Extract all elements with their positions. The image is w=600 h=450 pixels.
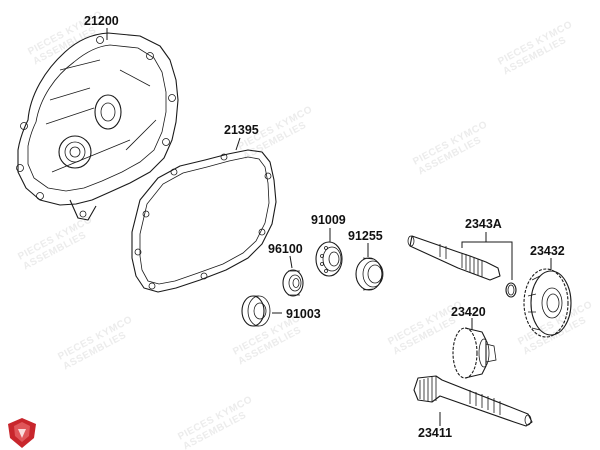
part-label-23411[interactable]: 23411: [418, 426, 452, 440]
part-label-91003[interactable]: 91003: [286, 307, 321, 321]
leader-line-96100: [289, 255, 293, 269]
part-label-21395[interactable]: 21395: [224, 123, 259, 137]
part-label-96100[interactable]: 96100: [268, 242, 303, 256]
watermark-layer: PIECES KYMCO ASSEMBLIES PIECES KYMCO ASS…: [16, 9, 594, 450]
leader-line-2343A: [461, 241, 513, 280]
oil-seal-drawing[interactable]: [355, 257, 384, 291]
brand-logo: [8, 418, 36, 448]
part-label-91255[interactable]: 91255: [348, 229, 383, 243]
final-gear-drawing[interactable]: [523, 268, 572, 338]
part-label-23432[interactable]: 23432: [530, 244, 565, 258]
part-label-21200[interactable]: 21200: [84, 14, 119, 28]
transmission-cover-drawing[interactable]: [16, 32, 179, 221]
cover-gasket-drawing[interactable]: [131, 149, 277, 293]
final-shaft-drawing[interactable]: [413, 375, 533, 427]
countershaft-gear-drawing[interactable]: [452, 327, 497, 379]
part-label-2343A[interactable]: 2343A: [465, 217, 502, 231]
leader-line-21395: [235, 137, 241, 151]
bearing-96100-drawing[interactable]: [282, 269, 304, 297]
drive-shaft-drawing[interactable]: [407, 235, 517, 298]
part-label-91009[interactable]: 91009: [311, 213, 346, 227]
bearing-91009-drawing[interactable]: [315, 241, 343, 277]
bearing-91003-drawing[interactable]: [241, 295, 271, 327]
part-label-23420[interactable]: 23420: [451, 305, 486, 319]
